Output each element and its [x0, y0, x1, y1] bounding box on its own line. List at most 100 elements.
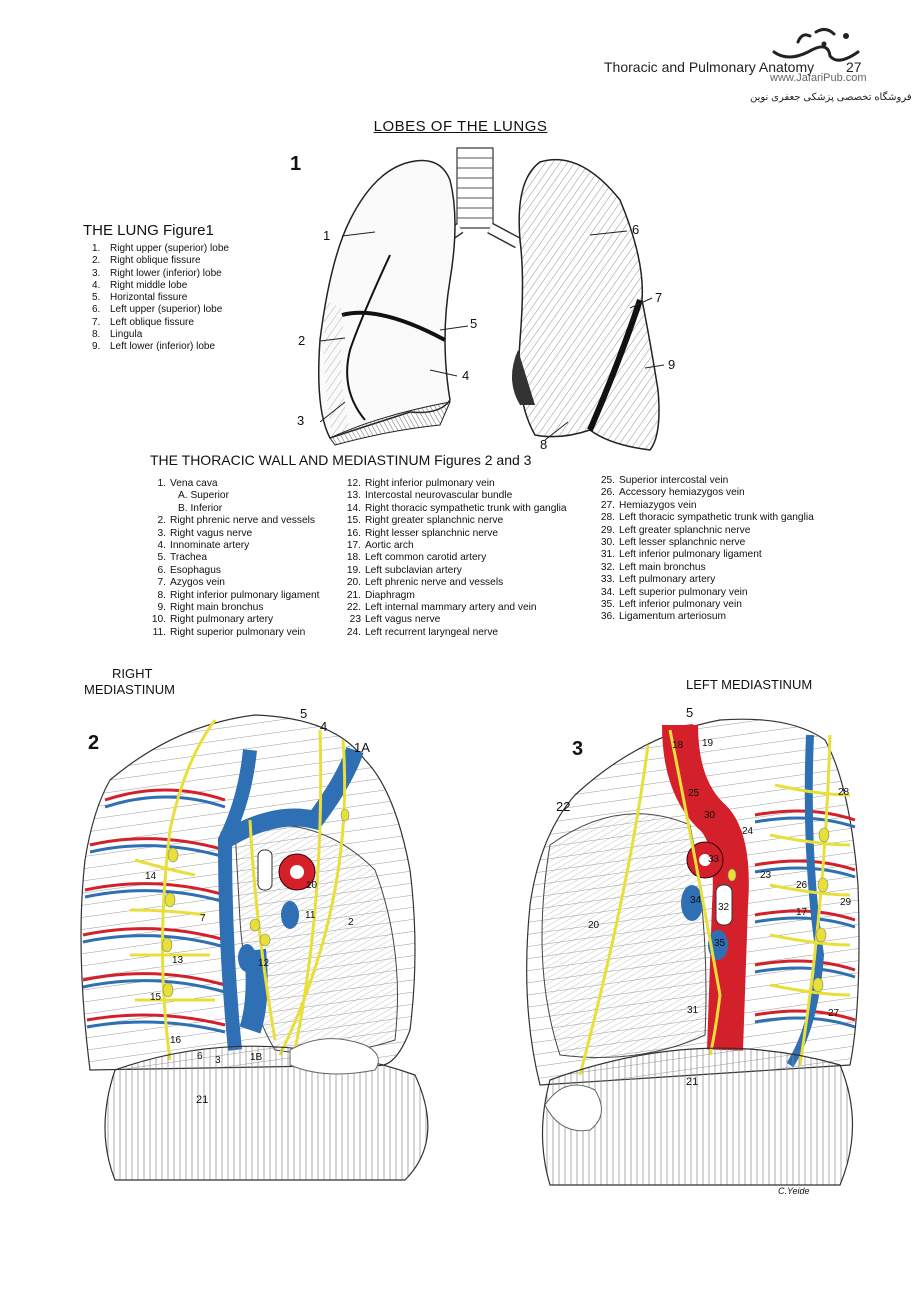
- legend-item-text: A. Superior: [178, 490, 229, 502]
- fig3-callout-27: 27: [828, 1008, 840, 1019]
- legend-item: 4.Innominate artery: [150, 540, 320, 552]
- publisher-site[interactable]: www.JafariPub.com: [770, 72, 867, 84]
- legend-item-text: Horizontal fissure: [110, 292, 188, 304]
- legend-item: 11.Right superior pulmonary vein: [150, 627, 320, 639]
- legend-item: 17.Aortic arch: [345, 540, 567, 552]
- legend-item-number: 7.: [157, 577, 167, 589]
- legend-item-text: Left recurrent laryngeal nerve: [365, 626, 499, 638]
- legend-item: 28.Left thoracic sympathetic trunk with …: [599, 512, 814, 524]
- legend-item-number: 6.: [157, 564, 167, 576]
- legend-item-number: 9.: [92, 341, 101, 353]
- legend-item: 4. Right middle lobe: [92, 280, 229, 292]
- fig3-callout-34: 34: [690, 895, 702, 906]
- legend-item: 8.Right inferior pulmonary ligament: [150, 590, 320, 602]
- legend-item-text: Left common carotid artery: [365, 552, 487, 564]
- fig3-callout-21: 21: [686, 1076, 699, 1088]
- legend-item-text: Accessory hemiazygos vein: [619, 487, 745, 499]
- legend-item: 34.Left superior pulmonary vein: [599, 587, 814, 599]
- legend-item-text: Right thoracic sympathetic trunk with ga…: [365, 502, 567, 514]
- legend-item-text: Right middle lobe: [110, 279, 188, 291]
- legend-item-number: 24.: [346, 626, 361, 638]
- fig3-callout-5: 5: [686, 705, 694, 720]
- legend-item-text: Right superior pulmonary vein: [170, 626, 306, 638]
- legend-item-number: 4.: [92, 279, 101, 291]
- legend-item-number: 15.: [346, 515, 361, 527]
- legend-item-text: B. Inferior: [178, 502, 223, 514]
- legend-item-number: 5.: [92, 292, 101, 304]
- legend-item-number: 20.: [346, 577, 361, 589]
- store-name: فروشگاه تخصصی پزشکی جعفری نوین: [750, 92, 912, 103]
- legend-item-text: Right pulmonary artery: [170, 614, 274, 626]
- legend-item-text: Left internal mammary artery and vein: [365, 602, 537, 614]
- legend-item: 10.Right pulmonary artery: [150, 614, 320, 626]
- legend-item: 36. Ligamentum arteriosum: [599, 611, 814, 623]
- figure1-number: 1: [290, 153, 302, 175]
- fig3-callout-19: 19: [702, 738, 714, 749]
- legend-item-text: Ligamentum arteriosum: [619, 611, 727, 623]
- fig3-callout-35: 35: [714, 938, 726, 949]
- legend-item-text: Hemiazygos vein: [619, 499, 697, 511]
- legend-item: 1.Vena cava: [150, 478, 320, 490]
- legend-item: 13.Intercostal neurovascular bundle: [345, 490, 567, 502]
- legend-item-text: Superior intercostal vein: [619, 475, 729, 486]
- fig2-callout-6: 6: [197, 1051, 203, 1062]
- legend-column-3: 25. Superior intercostal vein 26. Accessory…: [599, 475, 814, 624]
- legend-item: 12.Right inferior pulmonary vein: [345, 478, 567, 490]
- legend-item: 18.Left common carotid artery: [345, 552, 567, 564]
- legend-item-text: Right oblique fissure: [110, 255, 201, 267]
- legend-item: 7.Azygos vein: [150, 577, 320, 589]
- legend-item: 8.Lingula: [92, 329, 229, 341]
- legend-item-text: Vena cava: [170, 478, 218, 489]
- legend-item: 20. Left phrenic nerve and vessels: [345, 577, 567, 589]
- legend-item-text: Left pulmonary artery: [619, 574, 716, 586]
- legend-item: 35.Left inferior pulmonary vein: [599, 599, 814, 611]
- legend-item: 3.Right vagus nerve: [150, 528, 320, 540]
- fig2-callout-4: 4: [320, 719, 328, 734]
- fig3-callout-18: 18: [672, 740, 684, 751]
- legend-item: 7.Left oblique fissure: [92, 317, 229, 329]
- legend-item-text: Left phrenic nerve and vessels: [365, 577, 504, 589]
- legend-item-text: Left vagus nerve: [365, 614, 441, 626]
- figure2-title-line1: RIGHT: [112, 666, 153, 681]
- legend-item-number: 36.: [600, 611, 615, 623]
- fig2-callout-10: 10: [306, 880, 318, 891]
- fig2-callout-16: 16: [170, 1035, 182, 1046]
- page-number: 27: [846, 59, 862, 75]
- left-lung: [511, 158, 660, 451]
- legend-item-number: 14.: [346, 502, 361, 514]
- fig2-callout-7: 7: [200, 913, 206, 924]
- legend-item-number: 2.: [92, 255, 101, 267]
- legend-item-text: Diaphragm: [365, 589, 415, 601]
- fig3-callout-17: 17: [796, 907, 808, 918]
- left-mediastinum-illustration: [526, 718, 860, 1186]
- fig3-callout-25: 25: [688, 788, 700, 799]
- legend-item-number: 3.: [157, 527, 167, 539]
- legend-item-number: 27.: [600, 499, 615, 511]
- legend-item-text: Right phrenic nerve and vessels: [170, 515, 315, 527]
- legend-item-text: Right greater splanchnic nerve: [365, 515, 504, 527]
- legend-item-text: Left upper (superior) lobe: [110, 304, 223, 316]
- legend-item-text: Left inferior pulmonary vein: [619, 599, 742, 611]
- legend-item-text: Left inferior pulmonary ligament: [619, 549, 762, 561]
- figure3-number: 3: [572, 738, 584, 760]
- legend-item-text: Left superior pulmonary vein: [619, 586, 748, 598]
- legend-item-number: 19.: [346, 564, 361, 576]
- legend-item-number: 5.: [157, 552, 167, 564]
- fig2-callout-5: 5: [300, 706, 308, 721]
- legend-item-number: 8.: [92, 329, 101, 341]
- legend-item-number: 12.: [346, 478, 361, 489]
- fig3-callout-30: 30: [704, 810, 716, 821]
- legend-item-number: 6.: [92, 304, 101, 316]
- legend-item-number: 25.: [600, 475, 615, 486]
- legend-item: 3.Right lower (inferior) lobe: [92, 268, 229, 280]
- legend-item-text: Right main bronchus: [170, 602, 264, 614]
- legend-item-number: 26.: [600, 487, 615, 499]
- legend-item: 30.Left lesser splanchnic nerve: [599, 537, 814, 549]
- legend-item-text: Right lesser splanchnic nerve: [365, 527, 499, 539]
- figure2-title-line2: MEDIASTINUM: [84, 682, 175, 697]
- fig3-callout-23: 23: [760, 870, 772, 881]
- legend-item-number: 4.: [157, 540, 167, 552]
- fig1-callout-6: 6: [632, 222, 640, 237]
- fig3-callout-29: 29: [840, 897, 852, 908]
